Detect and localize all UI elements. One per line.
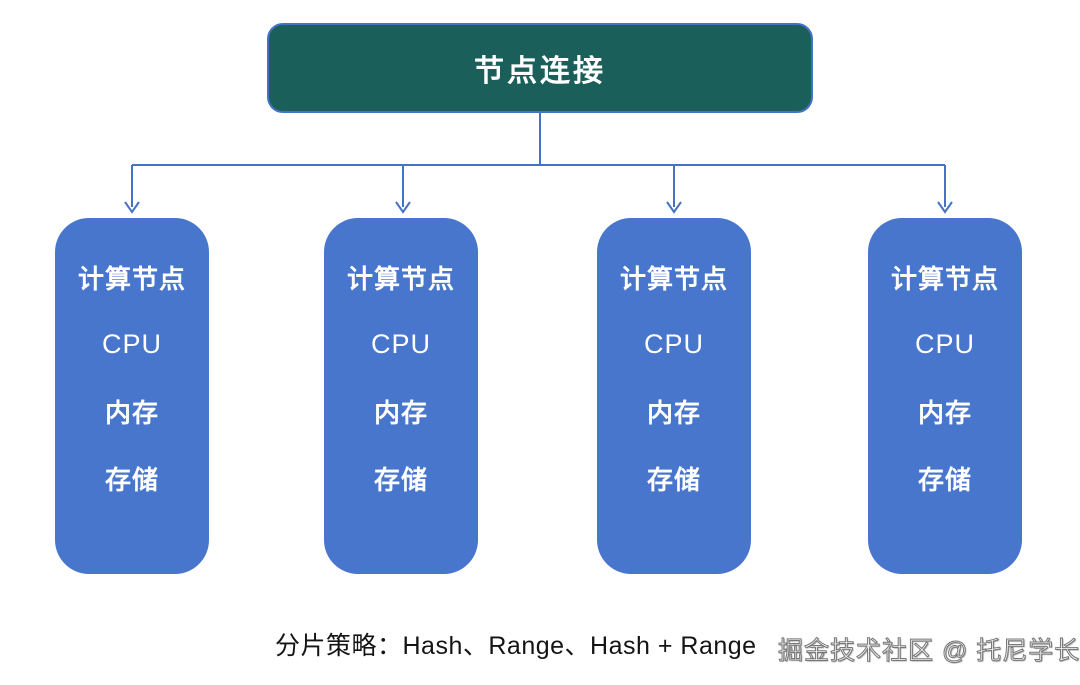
node-item-cpu: CPU <box>370 329 431 359</box>
node-item-memory: 内存 <box>917 398 972 428</box>
compute-node-title: 计算节点 <box>619 264 728 294</box>
node-item-cpu: CPU <box>101 329 162 359</box>
compute-node-1: 计算节点 CPU 内存 存储 <box>55 218 209 574</box>
node-item-memory: 内存 <box>104 398 159 428</box>
compute-node-4: 计算节点 CPU 内存 存储 <box>868 218 1022 574</box>
arrowhead-icon <box>937 201 953 214</box>
compute-node-title: 计算节点 <box>77 264 186 294</box>
arrowhead-icon <box>395 201 411 214</box>
arrowhead-icon <box>124 201 140 214</box>
node-item-memory: 内存 <box>646 398 701 428</box>
compute-node-2: 计算节点 CPU 内存 存储 <box>324 218 478 574</box>
node-item-storage: 存储 <box>917 465 972 495</box>
node-item-storage: 存储 <box>373 465 428 495</box>
caption-sharding-strategy: 分片策略：Hash、Range、Hash + Range <box>275 632 757 660</box>
node-item-storage: 存储 <box>104 465 159 495</box>
arrowhead-icon <box>666 201 682 214</box>
node-item-cpu: CPU <box>914 329 975 359</box>
compute-node-title: 计算节点 <box>890 264 999 294</box>
root-node: 节点连接 <box>267 23 813 113</box>
watermark: 掘金技术社区 @ 托尼学长 <box>777 637 1080 666</box>
node-item-cpu: CPU <box>643 329 704 359</box>
compute-node-title: 计算节点 <box>346 264 455 294</box>
node-item-storage: 存储 <box>646 465 701 495</box>
node-item-memory: 内存 <box>373 398 428 428</box>
compute-node-3: 计算节点 CPU 内存 存储 <box>597 218 751 574</box>
root-node-label: 节点连接 <box>474 55 606 88</box>
